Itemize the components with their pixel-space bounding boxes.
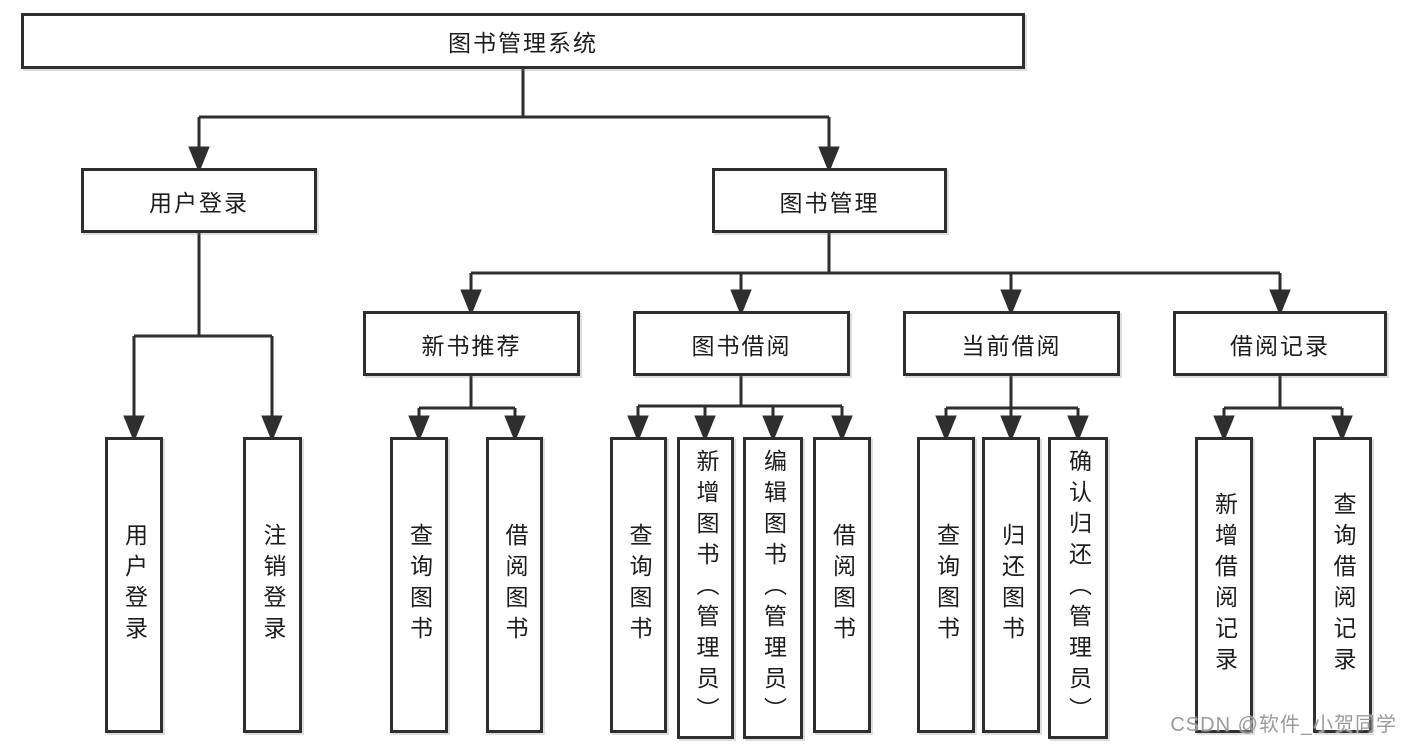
node-label: 新增借阅记录 [1211,492,1238,678]
node-label: 查询图书 [406,523,433,647]
leaf-current-return-book: 归还图书 [982,437,1040,733]
arrowhead [261,415,283,442]
arrowhead [504,415,526,442]
node-new-book-recommend: 新书推荐 [363,311,580,376]
arrowhead [627,415,649,442]
node-library-management-system: 图书管理系统 [21,13,1025,69]
arrowhead [188,146,210,173]
leaf-logout: 注销登录 [243,437,302,733]
node-label: 新增图书（管理员） [693,448,719,728]
leaf-borrow-borrow-book: 借阅图书 [813,437,871,733]
arrowhead [694,415,716,442]
arrowhead [460,289,482,316]
node-label: 用户登录 [149,189,249,216]
node-label: 图书借阅 [691,332,792,359]
node-label: 图书管理系统 [448,30,598,56]
leaf-recommend-query-book: 查询图书 [390,437,448,733]
node-label: 确认归还（管理员） [1065,448,1092,728]
node-label: 借阅记录 [1230,332,1330,359]
arrowhead [1269,289,1291,316]
arrowhead [1213,415,1235,442]
arrowhead [730,289,752,316]
node-label: 借阅图书 [829,523,856,647]
leaf-borrow-add-book-admin: 新增图书（管理员） [677,437,734,739]
connector-records-to-leaves [1213,376,1353,442]
node-label: 图书管理 [779,189,880,216]
arrowhead [123,415,145,442]
arrowhead [1067,415,1089,442]
node-user-login: 用户登录 [81,168,317,233]
arrowhead [935,415,957,442]
node-book-management: 图书管理 [712,168,947,233]
arrowhead [762,415,784,442]
leaf-borrow-query-book: 查询图书 [610,437,667,733]
node-label: 查询图书 [933,523,960,647]
csdn-watermark: CSDN @软件_小贺同学 [1170,714,1397,736]
leaf-borrow-edit-book-admin: 编辑图书（管理员） [743,437,803,739]
connector-root-to-level2 [188,69,840,173]
node-label: 查询图书 [626,523,652,647]
connector-borrow-to-leaves [627,376,853,442]
leaf-records-query-record: 查询借阅记录 [1313,437,1372,733]
arrowhead [408,415,430,442]
leaf-records-add-record: 新增借阅记录 [1195,437,1253,733]
leaf-user-login: 用户登录 [105,437,163,733]
leaf-recommend-borrow-book: 借阅图书 [486,437,543,733]
connector-mgmt-to-level3 [460,233,1291,316]
connector-recommend-to-leaves [408,376,526,442]
leaf-current-confirm-return-admin: 确认归还（管理员） [1048,437,1108,739]
arrowhead [831,415,853,442]
arrowhead [818,146,840,173]
node-label: 编辑图书（管理员） [760,448,787,728]
arrowhead [1000,415,1022,442]
node-label: 归还图书 [998,523,1025,647]
leaf-current-query-book: 查询图书 [917,437,975,733]
node-label: 注销登录 [260,523,286,647]
node-label: 新书推荐 [421,332,522,359]
node-book-borrow: 图书借阅 [633,311,850,376]
connector-login-to-leaves [123,233,283,442]
node-label: 借阅图书 [502,523,528,647]
node-label: 用户登录 [121,523,148,647]
connector-current-to-leaves [935,376,1089,442]
arrowhead [1000,289,1022,316]
node-label: 当前借阅 [961,332,1062,359]
node-borrow-records: 借阅记录 [1173,311,1387,376]
node-label: 查询借阅记录 [1330,492,1356,678]
node-current-borrow: 当前借阅 [903,311,1120,376]
arrowhead [1331,415,1353,442]
